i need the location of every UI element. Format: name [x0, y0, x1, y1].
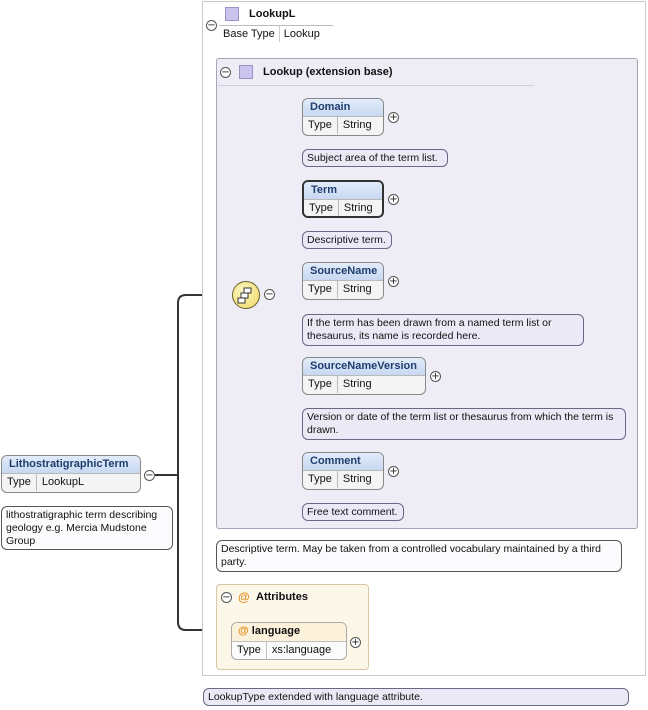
element-sourcename[interactable]: SourceName Type String [302, 262, 384, 300]
element-comment[interactable]: Comment Type String [302, 452, 384, 490]
complex-type-icon [225, 7, 239, 21]
base-type-key: Base Type [219, 26, 280, 42]
root-element[interactable]: LithostratigraphicTerm Type LookupL [1, 455, 141, 493]
element-sourcename-name: SourceName [303, 263, 383, 280]
element-term[interactable]: Term Type String [302, 180, 384, 218]
complex-type-title: LookupL [249, 8, 296, 20]
attribute-language-at-icon: @ [238, 625, 249, 637]
element-sourcenameversion-name: SourceNameVersion [303, 358, 425, 375]
root-element-name: LithostratigraphicTerm [2, 456, 140, 473]
element-sourcenameversion-expand-toggle[interactable]: + [430, 371, 441, 382]
attribute-language[interactable]: @ language Type xs:language [231, 622, 347, 660]
element-sourcename-annotation: If the term has been drawn from a named … [302, 314, 584, 346]
element-sourcenameversion-type-key: Type [303, 376, 338, 393]
element-sourcename-type-value: String [342, 283, 372, 295]
attributes-collapse-toggle[interactable]: − [221, 592, 232, 603]
root-element-type-key: Type [2, 474, 37, 491]
element-term-type-value: String [343, 202, 373, 214]
extension-title: Lookup (extension base) [263, 66, 393, 78]
element-domain-expand-toggle[interactable]: + [388, 112, 399, 123]
attribute-language-expand-toggle[interactable]: + [350, 637, 361, 648]
root-to-sequence-line [155, 294, 232, 476]
complex-type-base-type: Base Type Lookup [219, 25, 333, 42]
attribute-language-type-value: xs:language [271, 644, 332, 656]
complex-type-annotation: LookupType extended with language attrib… [203, 688, 629, 706]
element-sourcename-expand-toggle[interactable]: + [388, 276, 399, 287]
element-domain-type-key: Type [303, 117, 338, 134]
element-comment-name: Comment [303, 453, 383, 470]
element-sourcename-type-key: Type [303, 281, 338, 298]
root-element-collapse-toggle[interactable]: − [144, 470, 155, 481]
base-type-value: Lookup [283, 28, 320, 40]
extension-box [216, 58, 638, 529]
extension-annotation: Descriptive term. May be taken from a co… [216, 540, 622, 572]
attribute-language-name: language [251, 625, 301, 637]
element-comment-expand-toggle[interactable]: + [388, 466, 399, 477]
extension-collapse-toggle[interactable]: − [220, 67, 231, 78]
root-element-annotation: lithostratigraphic term describing geolo… [1, 506, 173, 550]
element-sourcenameversion-annotation: Version or date of the term list or thes… [302, 408, 626, 440]
root-element-type-value: LookupL [41, 476, 85, 488]
element-sourcenameversion-type-value: String [342, 378, 372, 390]
root-to-attribute-line [177, 475, 232, 631]
extension-header-rule [218, 85, 534, 86]
attributes-at-icon: @ [238, 590, 250, 604]
sequence-compositor[interactable] [232, 281, 260, 309]
element-domain[interactable]: Domain Type String [302, 98, 384, 136]
element-comment-type-value: String [342, 473, 372, 485]
sequence-collapse-toggle[interactable]: − [264, 289, 275, 300]
element-domain-name: Domain [303, 99, 383, 116]
element-domain-annotation: Subject area of the term list. [302, 149, 448, 167]
element-term-expand-toggle[interactable]: + [388, 194, 399, 205]
element-term-type-key: Type [304, 200, 339, 216]
element-domain-type-value: String [342, 119, 372, 131]
sequence-icon [237, 287, 252, 304]
extension-icon [239, 65, 253, 79]
element-sourcenameversion[interactable]: SourceNameVersion Type String [302, 357, 426, 395]
element-term-annotation: Descriptive term. [302, 231, 392, 249]
complex-type-collapse-toggle[interactable]: − [206, 20, 217, 31]
element-comment-annotation: Free text comment. [302, 503, 404, 521]
element-comment-type-key: Type [303, 471, 338, 488]
attribute-language-type-key: Type [232, 642, 267, 659]
attributes-title: Attributes [256, 591, 308, 603]
element-term-name: Term [304, 182, 382, 199]
